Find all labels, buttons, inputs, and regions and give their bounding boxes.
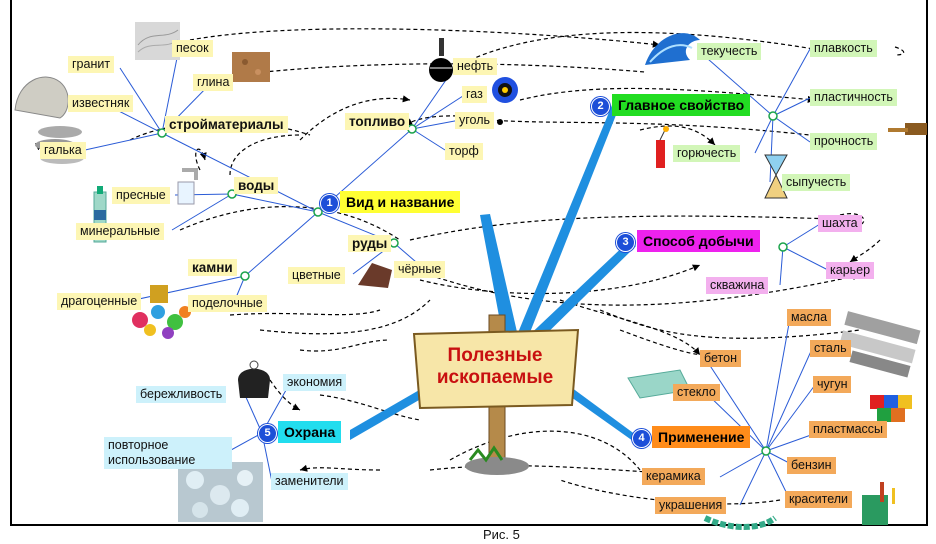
picture-gems (132, 285, 191, 339)
node-goryuchest: горючесть (673, 145, 741, 162)
picture-dynamite (656, 126, 669, 168)
picture-tap (177, 168, 198, 205)
node-rudy: руды (348, 235, 392, 252)
node-dragotsennye: драгоценные (57, 293, 142, 310)
picture-ore (358, 263, 392, 288)
node-vody: воды (234, 177, 279, 194)
branch-primenenie: Применение (652, 426, 751, 448)
node-tsvetnye: цветные (288, 267, 345, 284)
central-title-line1: Полезные (447, 345, 543, 366)
node-torf: торф (445, 143, 483, 160)
picture-wave (645, 33, 700, 65)
picture-hammer (888, 123, 927, 135)
node-sypuchest: сыпучесть (782, 174, 851, 191)
central-title-line2: ископаемые (436, 367, 554, 388)
node-pesok: песок (172, 40, 213, 57)
branch-number-1: 1 (320, 194, 339, 213)
picture-gas-burner (492, 77, 518, 103)
node-izvestnyak: известняк (68, 95, 134, 112)
node-glina: глина (193, 74, 234, 91)
node-plastmassy: пластмассы (809, 421, 888, 438)
branch-number-5: 5 (258, 424, 277, 443)
node-neft: нефть (453, 58, 498, 75)
branch-dobycha: Способ добычи (637, 230, 760, 252)
node-kamni: камни (188, 259, 237, 276)
branch-number-4: 4 (632, 429, 651, 448)
branch-vid: Вид и название (340, 191, 461, 213)
picture-clay (232, 52, 270, 82)
node-krasiteli: красители (785, 491, 853, 508)
node-karer: карьер (826, 262, 875, 279)
node-chugun: чугун (813, 376, 852, 393)
branch-number-3: 3 (616, 233, 635, 252)
node-shakhta: шахта (818, 215, 862, 232)
branch-okhrana: Охрана (278, 421, 342, 443)
node-galka: галька (40, 142, 86, 159)
figure-frame (10, 0, 928, 526)
node-masla: масла (787, 309, 832, 326)
node-granit: гранит (68, 56, 115, 73)
picture-limestone (14, 76, 69, 119)
node-podelochnye: поделочные (188, 295, 267, 312)
node-plavkost: плавкость (810, 40, 877, 57)
picture-necklace (703, 515, 777, 530)
figure-caption: Рис. 5 (483, 527, 520, 542)
picture-wallet (238, 360, 270, 398)
node-beton: бетон (700, 350, 741, 367)
node-plastichnost: пластичность (810, 89, 897, 106)
node-presnye: пресные (112, 187, 170, 204)
central-title: Полезные ископаемые (425, 345, 565, 389)
node-zameniteli: заменители (271, 473, 348, 490)
branch-svoystvo: Главное свойство (612, 94, 751, 116)
node-stroymaterialy: стройматериалы (165, 116, 288, 133)
node-gaz: газ (462, 86, 487, 103)
node-steklo: стекло (673, 384, 720, 401)
node-ukrasheniya: украшения (655, 497, 727, 514)
node-berezhlivost: бережливость (136, 386, 227, 403)
branch-number-2: 2 (591, 97, 610, 116)
node-benzin: бензин (787, 457, 836, 474)
node-prochnost: прочность (810, 133, 878, 150)
node-keramika: керамика (642, 468, 705, 485)
node-tekuchest: текучесть (697, 43, 762, 60)
picture-signpost (412, 314, 580, 475)
picture-coal (497, 119, 503, 125)
node-toplivo: топливо (345, 113, 410, 130)
picture-paint (862, 482, 895, 525)
picture-plastic (870, 395, 912, 422)
node-ugol: уголь (455, 112, 495, 129)
node-chernye: чёрные (394, 261, 446, 278)
node-stal: сталь (810, 340, 851, 357)
picture-recycling (178, 462, 263, 522)
picture-oil-flask (429, 38, 453, 82)
node-mineralnye: минеральные (76, 223, 164, 240)
node-ekonomiya: экономия (283, 374, 347, 391)
picture-steel-pipes (839, 311, 921, 378)
node-povtornoe-ispolzovanie: повторное использование (104, 437, 232, 469)
picture-hourglass (764, 154, 788, 199)
node-skvazhina: скважина (706, 277, 769, 294)
